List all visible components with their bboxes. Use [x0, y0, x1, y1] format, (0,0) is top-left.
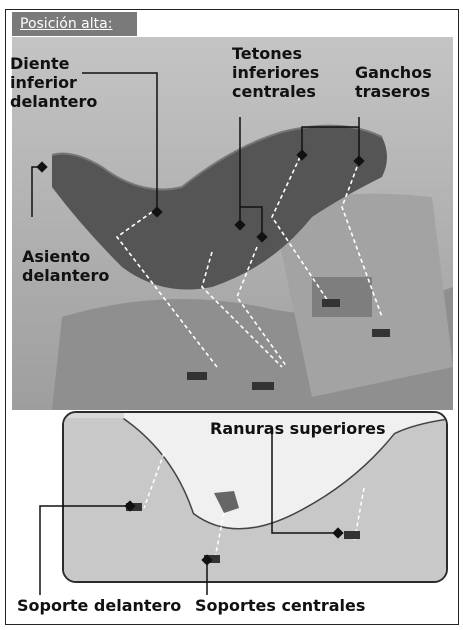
inset-dashes — [143, 452, 365, 564]
rear-hook-slot-right — [372, 329, 390, 337]
center-bracket-mark — [252, 382, 274, 390]
label-center-lower-bosses: Tetones inferiores centrales — [232, 44, 320, 101]
seat-illustration — [12, 37, 453, 410]
label-rear-hooks: Ganchos traseros — [355, 63, 432, 101]
battery-box — [312, 277, 372, 317]
rear-hook-slot-left — [322, 299, 340, 307]
label-center-brackets: Soportes centrales — [195, 596, 366, 615]
seat-underside — [124, 413, 446, 528]
label-front-lower-tooth: Diente inferior delantero — [10, 54, 98, 111]
seat-installation-photo — [12, 37, 453, 410]
bracket-detail-inset — [62, 411, 448, 583]
inset-upper-slot — [344, 531, 360, 539]
label-front-bracket: Soporte delantero — [17, 596, 182, 615]
seat-edge — [51, 124, 383, 191]
callout-dashes — [115, 156, 383, 368]
position-tag: Posición alta: — [12, 12, 137, 36]
seat-tab — [214, 491, 239, 513]
seat-body — [52, 125, 387, 290]
inset-center-bracket — [204, 555, 220, 563]
label-front-seat: Asiento delantero — [22, 247, 110, 285]
leader-lines — [31, 72, 360, 237]
inset-illustration — [64, 413, 446, 581]
front-bracket-mark — [187, 372, 207, 380]
label-upper-slots: Ranuras superiores — [210, 419, 386, 438]
